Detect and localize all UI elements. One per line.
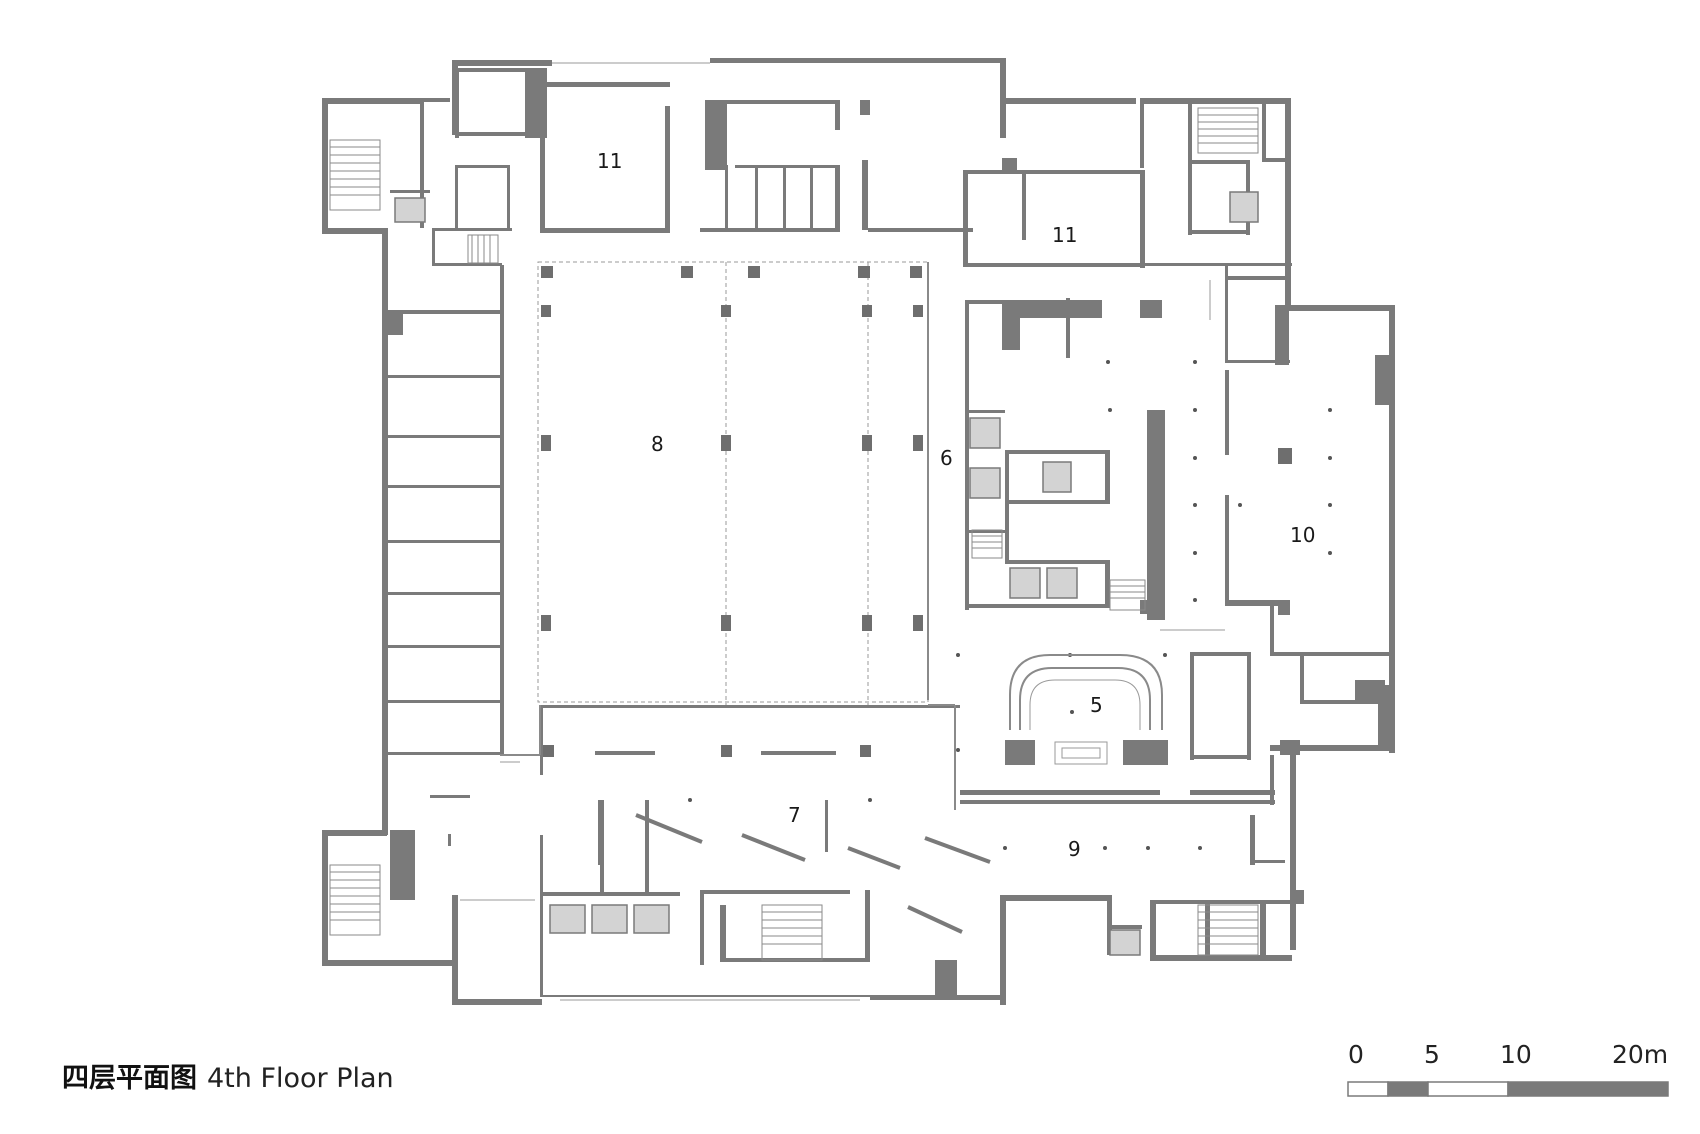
scale-segment-2 bbox=[1387, 1081, 1429, 1097]
scale-segment-4 bbox=[1507, 1081, 1669, 1097]
room-label-9: 9 bbox=[1068, 837, 1081, 861]
scale-segment-1 bbox=[1347, 1081, 1389, 1097]
room-labels: 11 11 8 6 10 5 7 9 bbox=[597, 149, 1315, 861]
auditorium-seating bbox=[1009, 654, 1163, 765]
scale-label-20m: 20m bbox=[1612, 1040, 1669, 1069]
stairs bbox=[329, 107, 1259, 961]
lifts bbox=[394, 191, 1259, 956]
scale-bar-graphic bbox=[1347, 1081, 1669, 1097]
room-label-6: 6 bbox=[940, 446, 953, 470]
scale-label-0: 0 bbox=[1348, 1040, 1364, 1069]
thin-lines bbox=[460, 261, 1225, 1001]
plan-caption: 四层平面图 4th Floor Plan bbox=[62, 1056, 394, 1095]
exhibition-walls bbox=[430, 751, 991, 934]
caption-chinese: 四层平面图 bbox=[62, 1063, 197, 1094]
room-label-10: 10 bbox=[1290, 523, 1315, 547]
interior-walls bbox=[382, 68, 1395, 1000]
scale-segment-3 bbox=[1427, 1081, 1509, 1097]
columns bbox=[541, 266, 1292, 757]
scale-label-10: 10 bbox=[1500, 1040, 1532, 1069]
room-label-11-east: 11 bbox=[1052, 223, 1077, 247]
room-label-5: 5 bbox=[1090, 693, 1103, 717]
dot-markers bbox=[688, 360, 1332, 850]
room-label-7: 7 bbox=[788, 803, 801, 827]
scale-label-5: 5 bbox=[1424, 1040, 1440, 1069]
room-label-11-north: 11 bbox=[597, 149, 622, 173]
caption-english: 4th Floor Plan bbox=[207, 1063, 394, 1094]
scale-bar: 0 5 10 20m bbox=[1340, 1040, 1670, 1100]
room-label-8: 8 bbox=[651, 432, 664, 456]
